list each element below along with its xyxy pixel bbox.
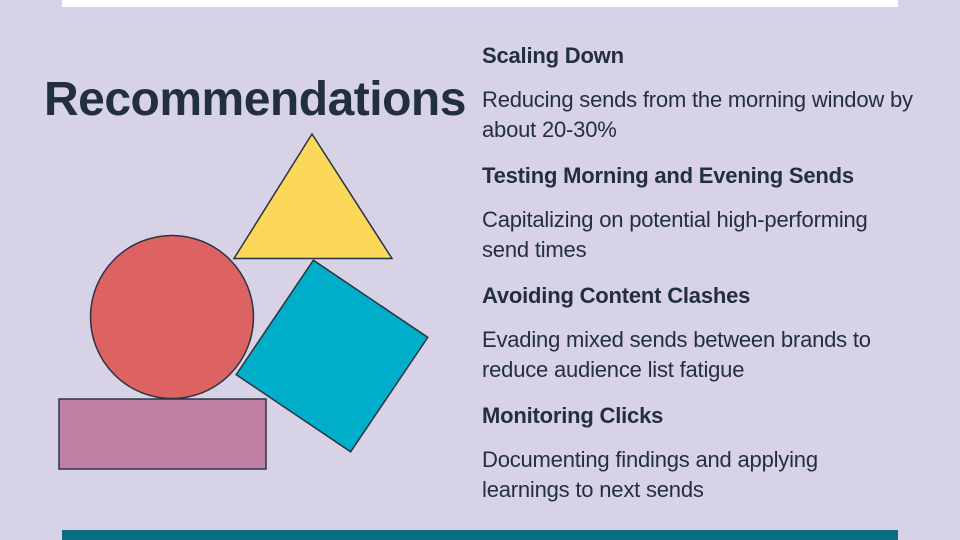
- recommendation-heading: Monitoring Clicks: [482, 403, 664, 428]
- triangle-shape: [232, 132, 394, 260]
- bottom-accent-bar: [62, 530, 898, 540]
- recommendation-heading: Scaling Down: [482, 43, 624, 68]
- slide-title: Recommendations: [44, 73, 466, 127]
- recommendation-item: Monitoring Clicks Documenting findings a…: [482, 401, 960, 505]
- recommendation-heading: Testing Morning and Evening Sends: [482, 163, 854, 188]
- recommendation-body: Capitalizing on potential high-performin…: [482, 207, 868, 262]
- recommendations-list: Scaling Down Reducing sends from the mor…: [482, 41, 960, 521]
- rectangle-shape: [58, 398, 267, 470]
- circle-shape: [89, 234, 255, 400]
- top-accent-bar: [62, 0, 898, 7]
- square-shape: [235, 259, 429, 453]
- recommendation-item: Testing Morning and Evening Sends Capita…: [482, 161, 960, 265]
- recommendation-body: Reducing sends from the morning window b…: [482, 87, 913, 142]
- recommendation-item: Scaling Down Reducing sends from the mor…: [482, 41, 960, 145]
- shapes-graphic: [58, 132, 429, 470]
- recommendation-body: Documenting findings and applying learni…: [482, 447, 818, 502]
- recommendation-item: Avoiding Content Clashes Evading mixed s…: [482, 281, 960, 385]
- recommendation-heading: Avoiding Content Clashes: [482, 283, 751, 308]
- recommendation-body: Evading mixed sends between brands to re…: [482, 327, 871, 382]
